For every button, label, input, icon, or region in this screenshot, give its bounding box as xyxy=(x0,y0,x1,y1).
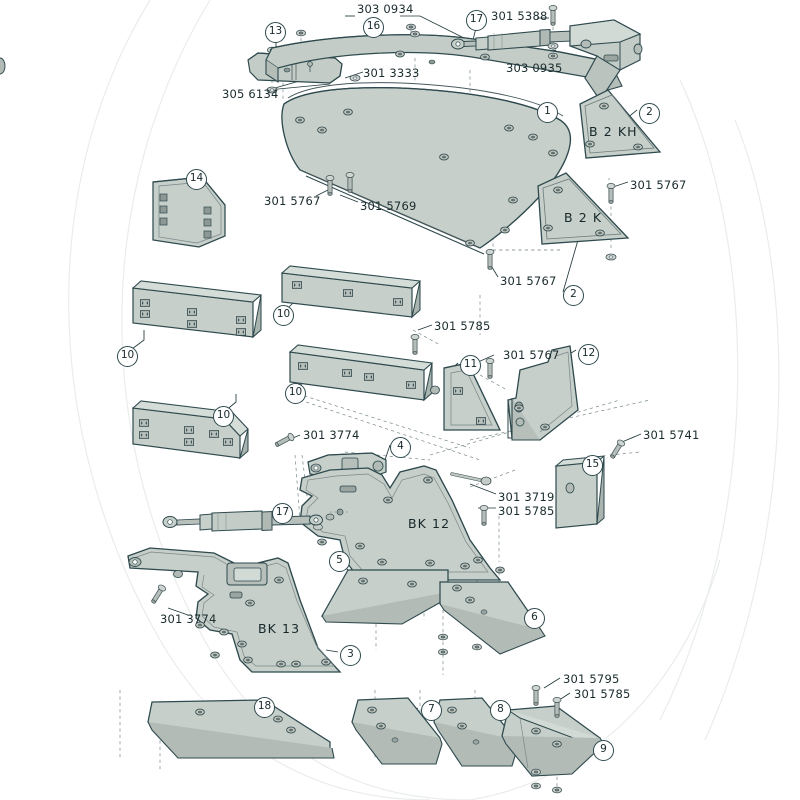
callout-13[interactable]: 13 xyxy=(265,22,286,43)
part-12-bracket xyxy=(507,345,579,441)
fastener-301-5767-c-group xyxy=(485,358,495,379)
fastener-301-3774-a-group xyxy=(273,431,296,450)
callout-18[interactable]: 18 xyxy=(254,697,275,718)
part-15-tab-plate xyxy=(554,455,606,529)
ref-301-3774-b: 301 3774 xyxy=(160,612,217,626)
part-label-bk12: BK 12 xyxy=(408,516,451,531)
callout-1[interactable]: 1 xyxy=(537,102,558,123)
callout-5[interactable]: 5 xyxy=(329,551,350,572)
fastener-301-5785-b-group xyxy=(479,505,489,526)
callout-4[interactable]: 4 xyxy=(390,437,411,458)
fastener-301-5785-a-group xyxy=(410,334,420,355)
callout-10a[interactable]: 10 xyxy=(273,305,294,326)
callout-14[interactable]: 14 xyxy=(186,169,207,190)
ref-305-6134: 305 6134 xyxy=(222,87,279,101)
part-17-bracket-headstock xyxy=(569,19,643,102)
callout-10d[interactable]: 10 xyxy=(213,406,234,427)
ref-301-5767-d: 301 5767 xyxy=(503,348,560,362)
part-1-moldboard xyxy=(281,82,571,255)
callout-16[interactable]: 16 xyxy=(363,17,384,38)
ref-301-3719: 301 3719 xyxy=(498,490,555,504)
fastener-301-3774-b-group xyxy=(149,583,168,606)
part-8-share-plate xyxy=(433,697,519,767)
ref-301-5767-b: 301 5767 xyxy=(630,178,687,192)
fastener-301-5388-group xyxy=(548,5,558,26)
ref-303-0934: 303 0934 xyxy=(357,2,414,16)
callout-15[interactable]: 15 xyxy=(582,455,603,476)
ref-301-5767-a: 301 5767 xyxy=(264,194,321,208)
ref-301-5785-a: 301 5785 xyxy=(434,319,491,333)
part-label-b2k: B 2 K xyxy=(564,210,603,225)
part-18-long-plate xyxy=(147,699,335,759)
callout-10b[interactable]: 10 xyxy=(117,346,138,367)
callout-6[interactable]: 6 xyxy=(524,608,545,629)
fasteners-mid-column xyxy=(438,633,482,656)
part-label-b2kh: B 2 KH xyxy=(589,124,638,139)
ref-301-5741: 301 5741 xyxy=(643,428,700,442)
part-9-point-share xyxy=(501,705,605,777)
ref-303-0935: 303 0935 xyxy=(506,61,563,75)
part-7-share-plate xyxy=(351,697,443,765)
fastener-301-5741-group xyxy=(608,438,627,461)
callout-9[interactable]: 9 xyxy=(593,740,614,761)
callout-17a[interactable]: 17 xyxy=(466,10,487,31)
ref-301-5769: 301 5769 xyxy=(360,199,417,213)
callout-8[interactable]: 8 xyxy=(490,700,511,721)
part-6-share-plate xyxy=(439,581,546,655)
part-11-triangular-brace xyxy=(430,362,501,431)
ref-301-3333: 301 3333 xyxy=(363,66,420,80)
part-2-b2k-wing xyxy=(537,172,630,245)
part-10-slat-a xyxy=(280,265,422,319)
callout-12[interactable]: 12 xyxy=(578,344,599,365)
callout-3[interactable]: 3 xyxy=(340,645,361,666)
ref-301-5767-c: 301 5767 xyxy=(500,274,557,288)
part-10-slat-b xyxy=(131,280,263,339)
part-17-turnbuckle-lower xyxy=(162,510,323,532)
ref-301-3774-a: 301 3774 xyxy=(303,428,360,442)
ref-301-5785-c: 301 5785 xyxy=(574,687,631,701)
part-label-bk13: BK 13 xyxy=(258,621,301,636)
ref-301-5388: 301 5388 xyxy=(491,9,548,23)
part-5-share-plate xyxy=(320,569,449,625)
ref-301-5785-b: 301 5785 xyxy=(498,504,555,518)
callout-7[interactable]: 7 xyxy=(421,700,442,721)
ref-301-5795: 301 5795 xyxy=(563,672,620,686)
callout-2a[interactable]: 2 xyxy=(639,103,660,124)
callout-10c[interactable]: 10 xyxy=(285,383,306,404)
fastener-301-3719-group xyxy=(450,472,492,486)
callout-17b[interactable]: 17 xyxy=(272,503,293,524)
callout-11[interactable]: 11 xyxy=(460,355,481,376)
fastener-301-5767-lower-group xyxy=(485,249,495,270)
callout-2b[interactable]: 2 xyxy=(563,285,584,306)
background-watermark xyxy=(68,0,780,800)
part-bk12-body xyxy=(299,465,505,581)
part-3-bk13-body xyxy=(127,547,342,673)
part-2-b2kh-wing xyxy=(579,89,662,159)
part-10-slat-c xyxy=(288,344,434,402)
